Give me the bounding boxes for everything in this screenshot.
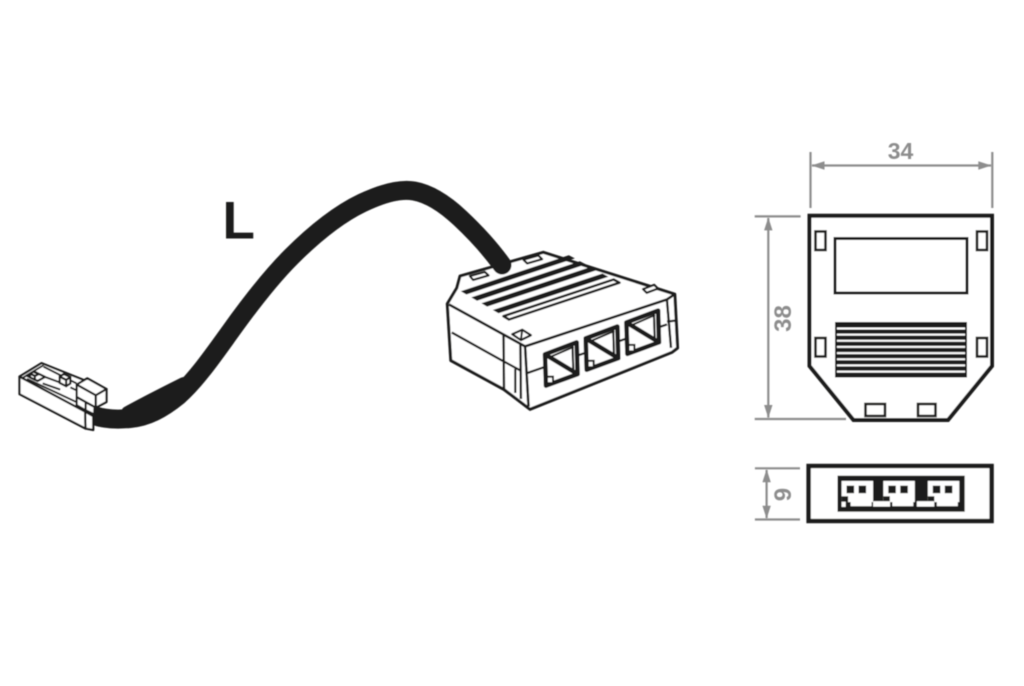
- svg-text:9: 9: [770, 488, 797, 501]
- svg-text:38: 38: [770, 305, 797, 332]
- svg-text:L: L: [223, 192, 255, 251]
- svg-text:34: 34: [888, 138, 914, 164]
